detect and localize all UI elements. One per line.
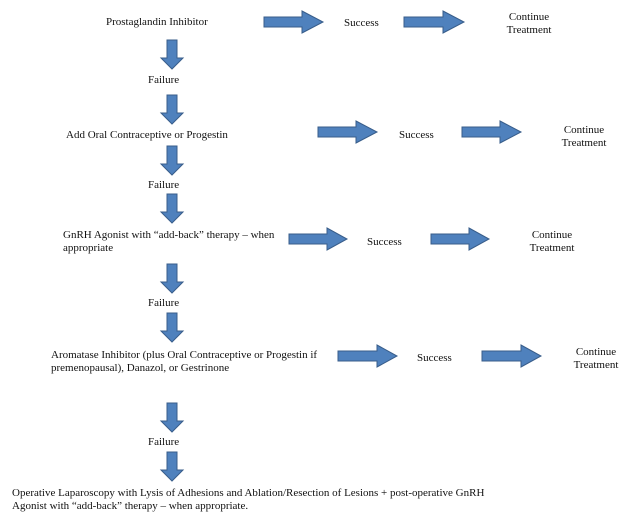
final-treatment-step: Operative Laparoscopy with Lysis of Adhe… <box>12 487 485 512</box>
right-arrow-icon <box>481 344 543 368</box>
continue-treatment-1: Continue Treatment <box>506 11 552 36</box>
down-arrow-icon <box>159 193 185 224</box>
right-arrow-icon <box>461 120 523 144</box>
continue-treatment-4: Continue Treatment <box>573 346 619 371</box>
success-label-1: Success <box>344 17 379 29</box>
right-arrow-icon <box>337 344 399 368</box>
success-label-4: Success <box>417 352 452 364</box>
right-arrow-icon <box>317 120 379 144</box>
continue-treatment-3: Continue Treatment <box>529 229 575 254</box>
failure-label-1: Failure <box>148 74 180 86</box>
success-label-3: Success <box>367 236 402 248</box>
down-arrow-icon <box>159 402 185 433</box>
success-label-2: Success <box>399 129 434 141</box>
treatment-step-3: GnRH Agonist with “add-back” therapy – w… <box>63 229 275 254</box>
treatment-step-4: Aromatase Inhibitor (plus Oral Contracep… <box>51 349 318 374</box>
down-arrow-icon <box>159 312 185 343</box>
right-arrow-icon <box>288 227 349 251</box>
right-arrow-icon <box>403 10 466 34</box>
down-arrow-icon <box>159 451 185 482</box>
failure-label-4: Failure <box>148 436 180 448</box>
down-arrow-icon <box>159 39 185 70</box>
down-arrow-icon <box>159 263 185 294</box>
continue-treatment-2: Continue Treatment <box>561 124 607 149</box>
treatment-step-1: Prostaglandin Inhibitor <box>106 16 208 28</box>
failure-label-2: Failure <box>148 179 180 191</box>
down-arrow-icon <box>159 94 185 125</box>
treatment-step-2: Add Oral Contraceptive or Progestin <box>66 129 228 141</box>
right-arrow-icon <box>430 227 491 251</box>
down-arrow-icon <box>159 145 185 176</box>
failure-label-3: Failure <box>148 297 180 309</box>
right-arrow-icon <box>263 10 325 34</box>
